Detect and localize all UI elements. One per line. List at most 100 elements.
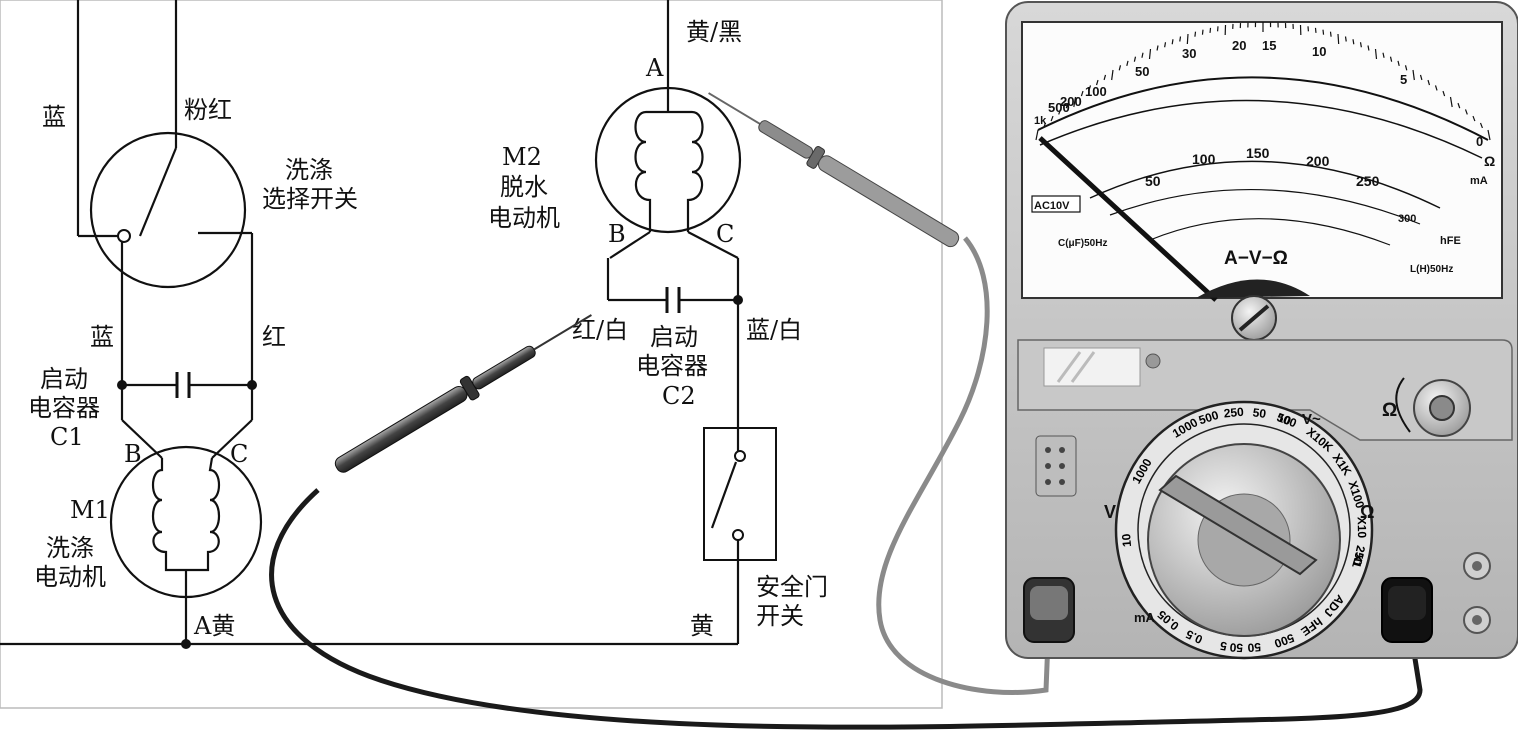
- dcv-range-label: 10: [1119, 533, 1134, 548]
- acv-range-label: 250: [1223, 405, 1244, 421]
- mid-scale-100: 100: [1192, 151, 1216, 167]
- m2-term-a: A: [645, 54, 664, 82]
- acv-range-label: 50: [1252, 405, 1267, 421]
- unit-omega: Ω: [1484, 153, 1495, 169]
- scale-tick: [1103, 74, 1107, 81]
- scale-tick: [1374, 48, 1378, 60]
- c2-label-name: C2: [662, 382, 696, 410]
- wash-switch-title-1: 洗涤: [285, 156, 333, 184]
- scale-tick: [1118, 65, 1122, 71]
- wire-label-right-red: 红: [262, 323, 286, 351]
- m1-label-2: 电动机: [34, 563, 106, 591]
- m1-name: M1: [70, 496, 110, 524]
- scale-tick: [1419, 74, 1423, 81]
- motor-m2: [594, 82, 742, 259]
- scale-tick: [1111, 69, 1114, 81]
- acv-range-label: 10: [1276, 410, 1294, 428]
- scale-tick: [1194, 31, 1197, 37]
- dcv-range-label: 50: [1229, 640, 1244, 655]
- scale-tick: [1035, 129, 1039, 141]
- multimeter: 1k 500 200 100 50 30 20 15 10 5 0 50 100…: [1005, 1, 1518, 660]
- scale-tick: [1382, 52, 1385, 58]
- unit-ma: mA: [1470, 175, 1488, 187]
- c1-label-1: 启动: [40, 365, 88, 393]
- scale-tick: [1329, 31, 1332, 37]
- scale-tick: [1479, 122, 1483, 129]
- m1-label-1: 洗涤: [46, 534, 94, 562]
- wire-label-m2-blue-white: 蓝/白: [746, 316, 802, 344]
- hfe-label: hFE: [1440, 235, 1461, 247]
- m1-term-b: B: [124, 440, 142, 468]
- dial-v-ac: V~: [1302, 411, 1321, 428]
- wire-label-m2-red-white: 红/白: [572, 316, 628, 344]
- scale-tick: [1397, 60, 1400, 67]
- ohm-scale-1k: 1k: [1034, 115, 1047, 127]
- dial-v-dc: V: [1104, 502, 1116, 522]
- m2-label-1: 脱水: [500, 173, 548, 201]
- scale-tick: [1389, 56, 1393, 62]
- circuit-frame: [0, 0, 943, 709]
- scale-tick: [1472, 115, 1476, 122]
- red-probe[interactable]: [703, 84, 963, 252]
- red-lead-cable: [876, 236, 1051, 695]
- meter-needle: [1038, 136, 1218, 302]
- mid-scale-150: 150: [1246, 145, 1270, 161]
- ma-range-label: 5: [1219, 639, 1228, 654]
- acv-range-label: 500: [1197, 408, 1221, 427]
- ma-range-label: 500: [1272, 631, 1296, 651]
- scale-tick: [1148, 48, 1152, 60]
- scale-tick: [1464, 109, 1468, 115]
- m2-term-c: C: [716, 220, 734, 248]
- dial-omega: Ω: [1360, 502, 1374, 522]
- ohm-range-label: X10: [1355, 517, 1369, 539]
- mid-scale-250: 250: [1356, 173, 1380, 189]
- black-lead-cable: [269, 488, 1423, 730]
- ohm-scale-200: 200: [1060, 94, 1082, 109]
- hfe-socket[interactable]: [1035, 435, 1077, 497]
- scale-tick: [1065, 102, 1069, 109]
- scale-tick: [1171, 39, 1174, 45]
- scale-tick: [1404, 65, 1408, 71]
- ohm-scale-500: 500: [1048, 100, 1070, 115]
- door-switch-label-2: 开关: [756, 602, 804, 630]
- capacitor-c1: [117, 372, 257, 459]
- ohm-scale-10: 10: [1312, 44, 1326, 59]
- ohm-scale-50: 50: [1135, 64, 1149, 79]
- scale-tick: [1073, 96, 1077, 108]
- dcv-range-label: 250: [1350, 544, 1368, 567]
- scale-tick: [1449, 96, 1453, 108]
- ma-range-label: 50: [1247, 640, 1262, 655]
- m1-term-a: A黄: [193, 612, 235, 640]
- scale-tick: [1126, 60, 1129, 67]
- wash-switch-body: [89, 131, 247, 289]
- ohm-range-label: X1: [1349, 552, 1366, 570]
- m2-label-2: 电动机: [488, 204, 560, 232]
- wash-switch-title-2: 选择开关: [262, 185, 358, 213]
- m1-term-c: C: [230, 440, 248, 468]
- scale-tick: [1322, 29, 1325, 35]
- ohm-scale-15: 15: [1262, 38, 1276, 53]
- scale-tick: [1043, 122, 1047, 129]
- c1-label-name: C1: [50, 423, 84, 451]
- dial-ma: mA: [1134, 610, 1156, 625]
- scale-tick: [1412, 69, 1415, 81]
- scale-tick: [1359, 42, 1362, 48]
- ohm-scale-0: 0: [1476, 134, 1483, 149]
- ohm-scale-30: 30: [1182, 46, 1196, 61]
- ohm-scale-100: 100: [1085, 84, 1107, 99]
- scale-tick: [1141, 52, 1144, 58]
- m2-term-b: B: [608, 220, 626, 248]
- scale-tick: [1164, 42, 1167, 48]
- scale-tick: [1344, 36, 1347, 42]
- ac10v-label: AC10V: [1034, 200, 1070, 212]
- wire-label-top-m2: 黄/黑: [686, 18, 742, 46]
- scale-tick: [1434, 85, 1438, 91]
- scale-tick: [1179, 36, 1182, 42]
- capacitance-label: C(μF)50Hz: [1058, 238, 1107, 249]
- wire-label-top-left: 蓝: [42, 103, 66, 131]
- scale-tick: [1088, 85, 1092, 91]
- wash-switch: [76, 0, 254, 385]
- c2-label-1: 启动: [650, 323, 698, 351]
- black-probe[interactable]: [331, 305, 598, 479]
